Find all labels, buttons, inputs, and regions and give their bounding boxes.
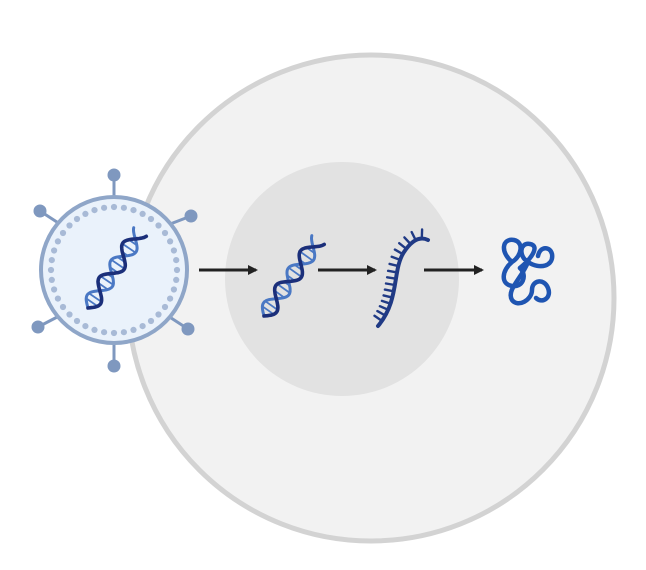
capsid-dot [82, 210, 89, 217]
capsid-dot [139, 210, 146, 217]
mrna-base [384, 282, 397, 287]
mrna-base [410, 230, 417, 242]
capsid-dot [120, 329, 127, 336]
capsid-dot [51, 286, 58, 293]
capsid-dot [66, 222, 73, 229]
mrna-base [378, 305, 390, 311]
capsid-dot [130, 326, 137, 333]
mrna-base [376, 309, 387, 317]
capsid-dot [130, 207, 137, 214]
capsid-dot [73, 215, 81, 223]
dna-strand-light [84, 226, 139, 310]
dna-strand-dark [262, 242, 326, 318]
capsid-dot [173, 257, 180, 264]
dna-base-pair [276, 283, 291, 294]
capsid-dots [47, 203, 181, 337]
capsid-dot [51, 247, 58, 254]
capsid-dot [161, 303, 169, 311]
capsid-dot [147, 317, 155, 325]
dna-base-pair [99, 275, 114, 286]
capsid-dot [155, 222, 162, 229]
mrna-base [380, 299, 392, 305]
mrna-base [373, 314, 384, 323]
dna-base-pair [288, 266, 303, 278]
dna-base-pair [261, 305, 275, 316]
capsid-dot [91, 207, 98, 214]
capsid-dot [59, 303, 67, 311]
capsid-dot [47, 266, 55, 274]
capsid-dot [139, 323, 146, 330]
mrna-base [386, 269, 399, 274]
capsid-dot [91, 326, 98, 333]
nucleus [225, 162, 459, 396]
capsid-dot [167, 295, 174, 302]
capsid-dot [110, 203, 118, 211]
dna-base-pair [121, 242, 137, 254]
mrna-base [383, 288, 395, 293]
capsid-dot [48, 257, 55, 264]
capsid-dot [101, 204, 108, 211]
capsid-dot [173, 276, 180, 283]
capsid-dot [167, 238, 174, 245]
capsid-dot [173, 266, 181, 274]
capsid-dot [82, 323, 89, 330]
capsid-dot [73, 317, 81, 325]
viral-dna-icon [84, 226, 149, 310]
dna-base-pair [85, 297, 99, 307]
capsid-dot [170, 247, 177, 254]
mrna-base [388, 262, 400, 268]
capsid-dot [147, 215, 155, 223]
mrna-base [398, 241, 408, 251]
mrna-base [385, 276, 398, 280]
dna-base-pair [110, 259, 126, 270]
capsid-dot [155, 311, 162, 318]
dna-base-pair [299, 250, 314, 262]
capsid-dot [66, 311, 73, 318]
mrna-icon [373, 228, 430, 328]
mrna-base [403, 236, 412, 246]
capsid-dot [110, 329, 118, 337]
capsid-dot [161, 229, 169, 237]
mrna-base [382, 294, 394, 299]
dna-strand-dark [86, 234, 149, 310]
mrna-base [393, 248, 404, 256]
capsid-dot [120, 204, 127, 211]
capsid-dot [101, 329, 108, 336]
capsid-dot [59, 229, 67, 237]
mrna-base [390, 255, 402, 262]
capsid-dot [54, 238, 62, 245]
dna-base-pair [88, 292, 102, 303]
protein-icon [501, 237, 555, 306]
dna-base-pair [264, 300, 279, 311]
capsid-dot [54, 295, 62, 302]
dna-strand-light [260, 234, 317, 318]
capsid-dot [170, 286, 177, 293]
nuclear-dna-icon [260, 234, 326, 318]
capsid-dot [48, 276, 55, 283]
